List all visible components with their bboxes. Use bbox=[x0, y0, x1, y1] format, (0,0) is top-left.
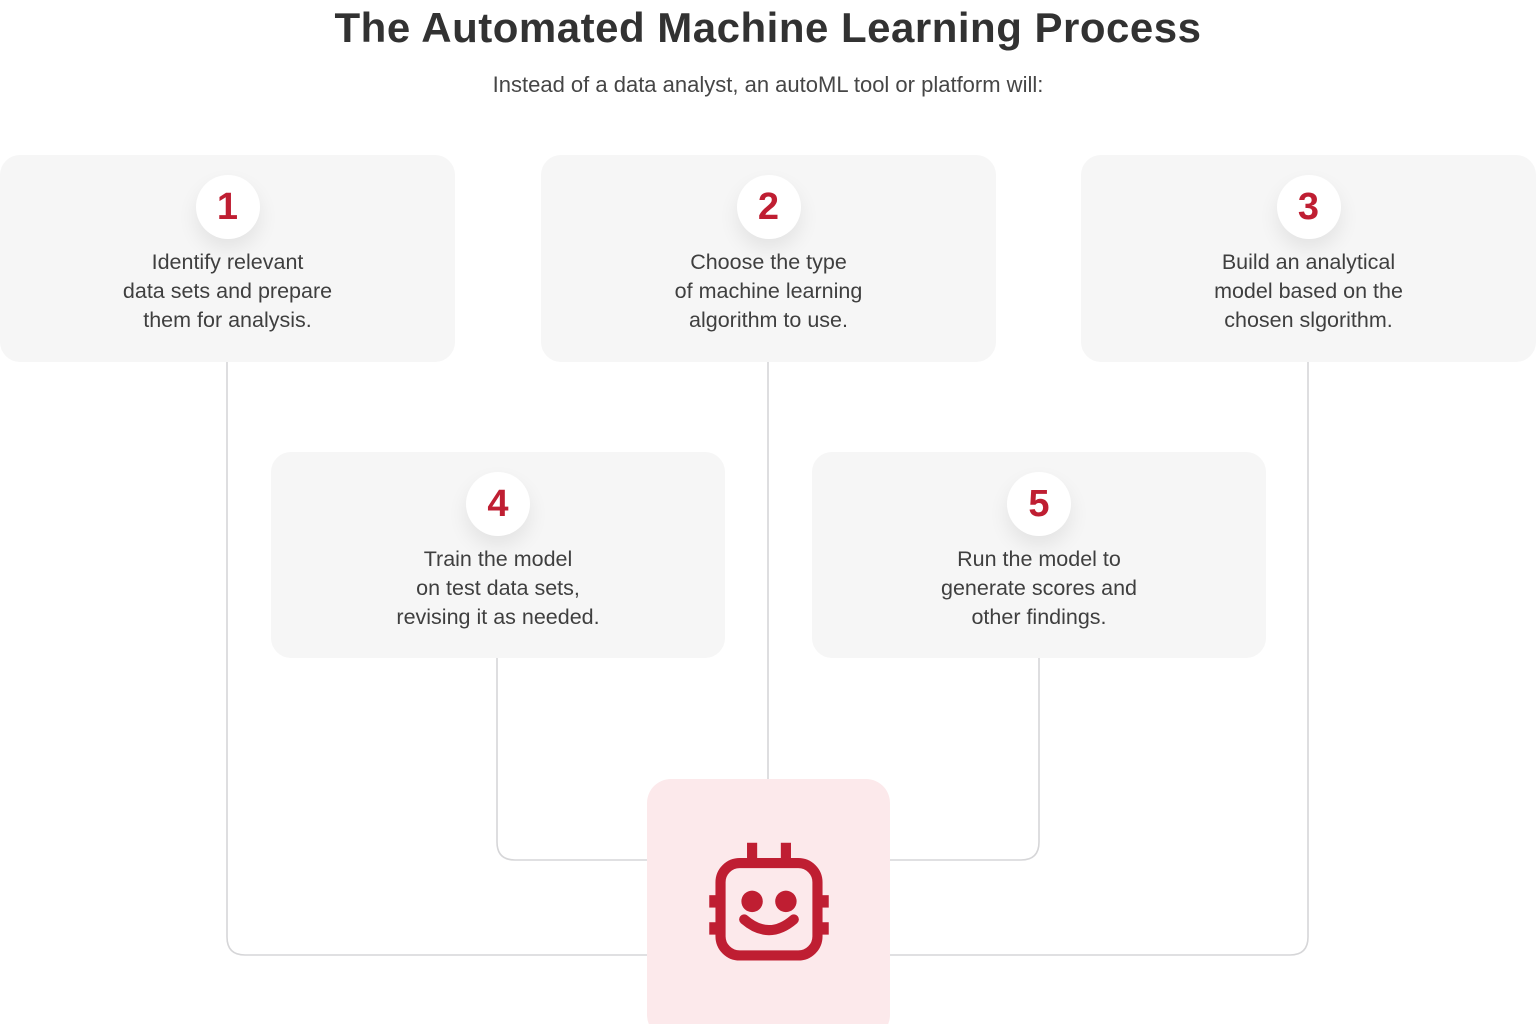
step-card-3: 3 Build an analytical model based on the… bbox=[1081, 155, 1536, 362]
step-description-line: Identify relevant bbox=[151, 250, 304, 274]
step-number-badge: 5 bbox=[1007, 472, 1071, 536]
step-number-badge: 1 bbox=[195, 175, 260, 239]
step-card-1: 1 Identify relevant data sets and prepar… bbox=[0, 155, 455, 362]
step-description-line: chosen slgorithm. bbox=[1224, 308, 1393, 332]
step-description-line: algorithm to use. bbox=[689, 308, 848, 332]
step-number-badge: 4 bbox=[466, 472, 530, 536]
step-number: 3 bbox=[1297, 186, 1320, 228]
step-number-badge: 3 bbox=[1276, 175, 1341, 239]
step-description-line: generate scores and bbox=[940, 576, 1138, 600]
step-card-4: 4 Train the model on test data sets, rev… bbox=[271, 452, 725, 658]
step-card-5: 5 Run the model to generate scores and o… bbox=[812, 452, 1266, 658]
step-number: 4 bbox=[487, 483, 509, 525]
step-number: 5 bbox=[1028, 483, 1050, 525]
step-description-line: Train the model bbox=[423, 547, 573, 571]
step-description-line: Run the model to bbox=[957, 547, 1121, 571]
step-description-line: them for analysis. bbox=[143, 308, 312, 332]
step-description-line: other findings. bbox=[971, 605, 1107, 629]
page-title: The Automated Machine Learning Process bbox=[334, 4, 1202, 51]
page-subtitle: Instead of a data analyst, an autoML too… bbox=[492, 72, 1044, 97]
step-description-line: of machine learning bbox=[674, 279, 863, 303]
step-description-line: data sets and prepare bbox=[122, 279, 333, 303]
step-number-badge: 2 bbox=[736, 175, 801, 239]
step-description: Build an analytical model based on the c… bbox=[1214, 248, 1403, 335]
step-description: Identify relevant data sets and prepare … bbox=[123, 248, 332, 335]
step-number: 2 bbox=[757, 186, 780, 228]
step-description: Choose the type of machine learning algo… bbox=[675, 248, 863, 335]
robot-icon bbox=[708, 842, 829, 961]
step-description: Train the model on test data sets, revis… bbox=[396, 545, 599, 632]
step-number: 1 bbox=[216, 186, 239, 228]
step-card-2: 2 Choose the type of machine learning al… bbox=[541, 155, 996, 362]
automl-tool-panel bbox=[647, 779, 890, 1024]
step-description-line: Build an analytical bbox=[1221, 250, 1396, 274]
step-description-line: model based on the bbox=[1214, 279, 1403, 303]
step-description-line: revising it as needed. bbox=[396, 605, 600, 629]
step-description-line: on test data sets, bbox=[416, 576, 580, 600]
step-description-line: Choose the type bbox=[690, 250, 847, 274]
step-description: Run the model to generate scores and oth… bbox=[941, 545, 1137, 632]
